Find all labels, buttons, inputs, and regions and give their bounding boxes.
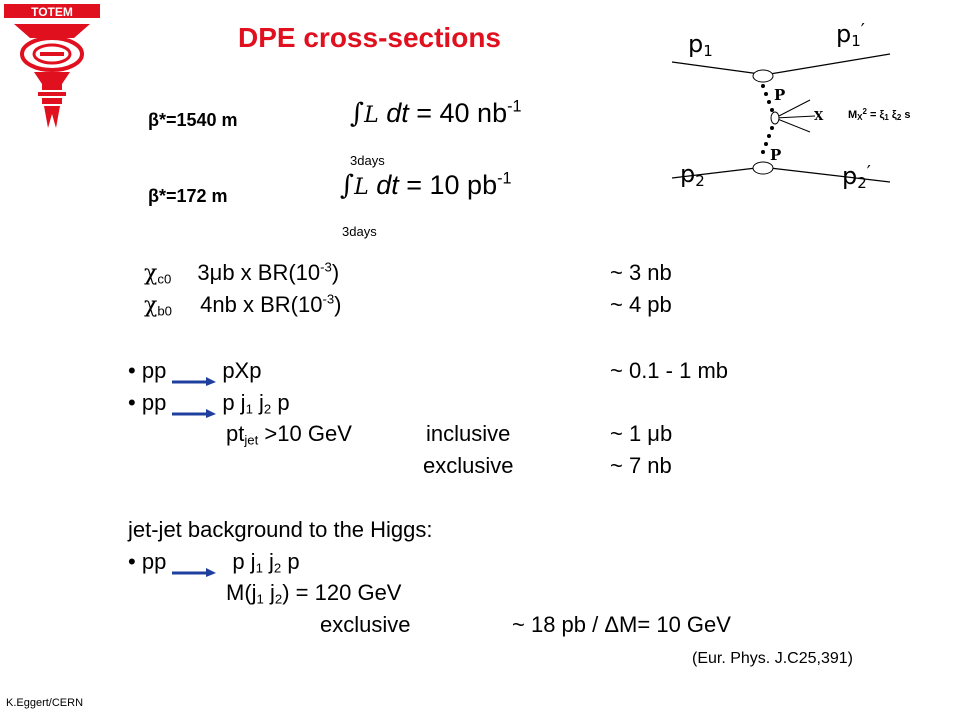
mass-subscript-2: 2 bbox=[274, 591, 283, 607]
totem-logo-icon: TOTEM bbox=[4, 4, 100, 128]
totem-logo: TOTEM bbox=[4, 4, 100, 132]
higgs-heading: jet-jet background to the Higgs: bbox=[128, 517, 433, 542]
chi-exponent: -3 bbox=[322, 291, 335, 307]
exclusive-label: exclusive bbox=[423, 453, 514, 478]
dpe-feynman-diagram: p1 p1′ p2 p2′ P P X MX2 = ξ1 ξ2 s bbox=[660, 10, 950, 200]
chi-symbol: χ bbox=[144, 261, 158, 286]
x-line-mid bbox=[774, 115, 816, 119]
lumi-value: = 40 nb bbox=[416, 98, 508, 128]
process-rhs-a: p j bbox=[232, 549, 256, 574]
chi-b0-row: χb0 4nb x BR(10-3) bbox=[128, 292, 342, 318]
central-vertex bbox=[770, 111, 780, 125]
higgs-exclusive-result: ~ 18 pb / ΔM= 10 GeV bbox=[512, 612, 731, 637]
page-title: DPE cross-sections bbox=[238, 22, 501, 53]
x-label: X bbox=[814, 109, 824, 123]
pt-cut-value: >10 GeV bbox=[258, 421, 352, 446]
jet-subscript-1: 1 bbox=[245, 401, 253, 417]
lumi-exponent: -1 bbox=[507, 97, 522, 116]
pomeron-dots-bottom bbox=[761, 126, 774, 154]
proton-line-p2-out bbox=[769, 167, 891, 183]
chi-expression: 3μb x BR(10 bbox=[197, 260, 321, 285]
p2-label: p2 bbox=[680, 160, 705, 190]
row-bullet: • bbox=[128, 390, 136, 415]
x-line-down bbox=[774, 117, 811, 133]
row-bullet: • bbox=[128, 358, 136, 383]
diagram-svg: p1 p1′ p2 p2′ P P X MX2 = ξ1 ξ2 s bbox=[671, 20, 910, 192]
lumi-value: = 10 pb bbox=[406, 170, 498, 200]
process-rhs-c: p bbox=[271, 390, 290, 415]
process-rhs-b: j bbox=[252, 390, 264, 415]
mass-subscript-1: 1 bbox=[256, 591, 264, 607]
process-row-pjjp: • pp p j1 j2 p bbox=[128, 390, 290, 419]
chi-symbol: χ bbox=[144, 293, 158, 318]
mass-formula: MX2 = ξ1 ξ2 s bbox=[848, 107, 910, 122]
process-lhs: pp bbox=[141, 390, 167, 415]
right-arrow-icon bbox=[172, 398, 217, 419]
vertex-top bbox=[752, 69, 774, 83]
right-arrow-icon bbox=[172, 366, 217, 387]
mass-text-a: M(j bbox=[226, 580, 257, 605]
lumi-2-period: 3days bbox=[342, 224, 377, 239]
higgs-process-row: • pp p j1 j2 p bbox=[128, 549, 300, 578]
reference-citation: (Eur. Phys. J.C25,391) bbox=[692, 650, 853, 667]
process-pxp-result: ~ 0.1 - 1 mb bbox=[610, 358, 729, 383]
chi-exponent: -3 bbox=[320, 259, 332, 275]
jet-subscript-1: 1 bbox=[255, 560, 263, 576]
higgs-mass-row: M(j1 j2) = 120 GeV bbox=[226, 580, 401, 606]
pt-subscript: jet bbox=[244, 432, 259, 448]
chi-c0-row: χc0 3μb x BR(10-3) bbox=[128, 260, 339, 286]
chi-b0-result: ~ 4 pb bbox=[610, 292, 672, 317]
process-rhs-a: p j bbox=[222, 390, 246, 415]
chi-expression-end: ) bbox=[331, 260, 340, 285]
x-line-up bbox=[774, 99, 811, 119]
chi-expression: 4nb x BR(10 bbox=[200, 292, 323, 317]
jet-subscript-2: 2 bbox=[273, 560, 282, 576]
dt-text: dt bbox=[386, 98, 409, 128]
beta-172-label: β*=172 m bbox=[148, 186, 228, 206]
lumi-exponent: -1 bbox=[497, 169, 512, 188]
proton-line-p1-in bbox=[671, 61, 761, 75]
process-rhs-b: j bbox=[262, 549, 274, 574]
process-rhs: pXp bbox=[222, 358, 262, 383]
chi-expression-end: ) bbox=[334, 292, 342, 317]
pomeron-bottom-label: P bbox=[770, 146, 781, 164]
proton-line-p2-in bbox=[671, 167, 757, 179]
jet-subscript-2: 2 bbox=[263, 401, 272, 417]
p1-prime-label: p1′ bbox=[836, 20, 865, 50]
pt-jet-cut: ptjet >10 GeV bbox=[226, 421, 352, 447]
integral-symbol: ∫ bbox=[340, 170, 355, 201]
higgs-exclusive-label: exclusive bbox=[320, 612, 411, 637]
inclusive-label: inclusive bbox=[426, 421, 511, 446]
pt-text: pt bbox=[226, 421, 245, 446]
author-footer: K.Eggert/CERN bbox=[6, 697, 84, 709]
integrated-luminosity-1: ∫L dt = 40 nb-1 bbox=[350, 98, 522, 129]
luminosity-symbol: L bbox=[364, 103, 379, 128]
process-lhs: pp bbox=[141, 549, 167, 574]
p2-prime-label: p2′ bbox=[842, 162, 871, 192]
lumi-1-period: 3days bbox=[350, 153, 385, 168]
luminosity-symbol: L bbox=[354, 175, 369, 200]
dt-text: dt bbox=[376, 170, 399, 200]
integrated-luminosity-2: ∫L dt = 10 pb-1 bbox=[340, 170, 512, 201]
chi-c0-result: ~ 3 nb bbox=[610, 260, 672, 285]
process-rhs-c: p bbox=[281, 549, 300, 574]
chi-subscript: c0 bbox=[157, 271, 172, 287]
beta-1540-label: β*=1540 m bbox=[148, 110, 238, 130]
pomeron-dots-top bbox=[761, 84, 774, 112]
inclusive-result: ~ 1 μb bbox=[610, 421, 673, 446]
exclusive-result: ~ 7 nb bbox=[610, 453, 672, 478]
row-bullet: • bbox=[128, 549, 136, 574]
integral-symbol: ∫ bbox=[350, 98, 365, 129]
right-arrow-icon bbox=[172, 557, 217, 578]
mass-text-c: ) = 120 GeV bbox=[282, 580, 402, 605]
mass-text-b: j bbox=[263, 580, 275, 605]
logo-text: TOTEM bbox=[31, 5, 73, 19]
process-lhs: pp bbox=[141, 358, 167, 383]
chi-subscript: b0 bbox=[157, 303, 173, 319]
process-row-pxp: • pp pXp bbox=[128, 358, 262, 387]
pomeron-top-label: P bbox=[774, 86, 785, 104]
p1-label: p1 bbox=[688, 30, 713, 60]
vertex-bottom bbox=[752, 161, 774, 175]
proton-line-p1-out bbox=[769, 53, 891, 75]
